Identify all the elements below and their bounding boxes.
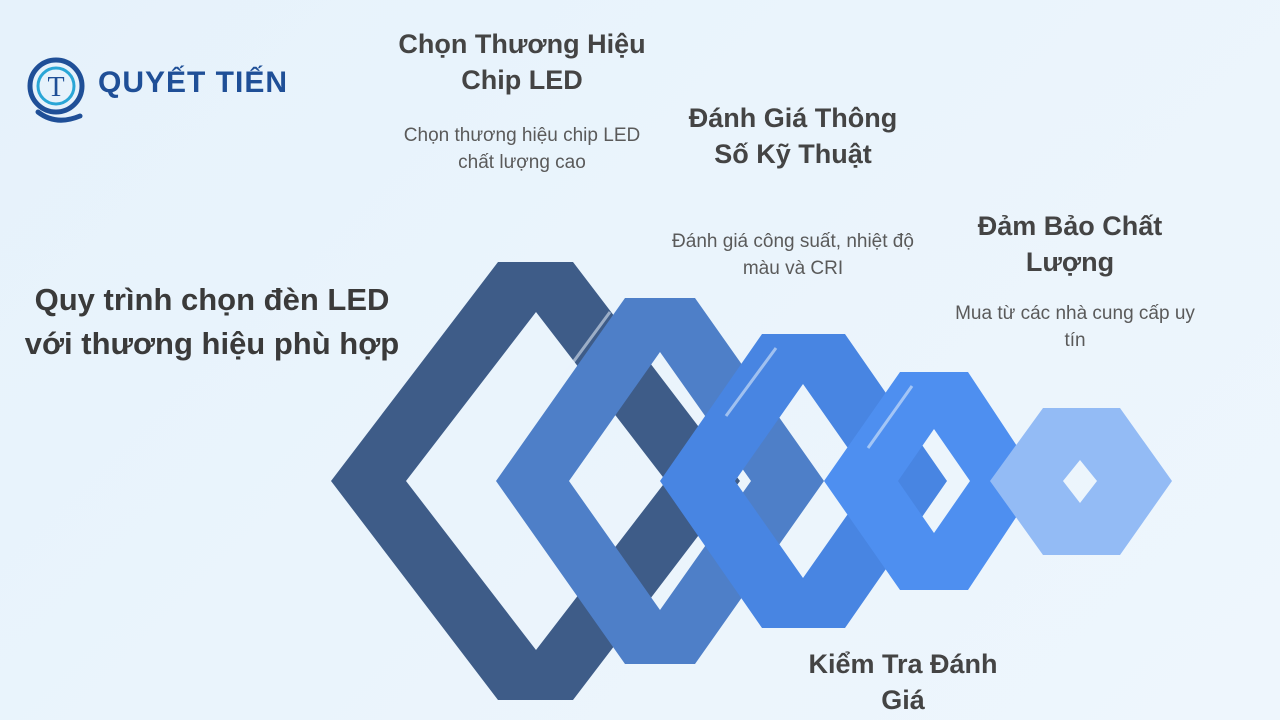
step-3-title: Kiểm Tra Đánh Giá — [808, 649, 998, 715]
step-4-diamond — [824, 372, 1040, 590]
brand-logo: T QUYẾT TIẾN — [24, 54, 294, 128]
brand-name: QUYẾT TIẾN — [98, 66, 289, 99]
step-1-title: Chọn Thương Hiệu Chip LED — [398, 29, 646, 95]
step-2-description: Đánh giá công suất, nhiệt độ màu và CRI — [672, 231, 914, 279]
step-5-title: Đảm Bảo Chất Lượng — [977, 211, 1163, 277]
step-1-description: Chọn thương hiệu chip LED chất lượng cao — [403, 125, 641, 173]
page-title: Quy trình chọn đèn LED với thương hiệu p… — [24, 282, 400, 361]
logo-emblem-icon: T — [27, 57, 85, 123]
step-2-title: Đánh Giá Thông Số Kỹ Thuật — [688, 103, 898, 169]
weave-highlights — [558, 311, 914, 449]
step-5-description: Mua từ các nhà cung cấp uy tín — [955, 303, 1195, 351]
svg-text:T: T — [47, 72, 64, 103]
step-5-hexagon — [990, 408, 1172, 555]
